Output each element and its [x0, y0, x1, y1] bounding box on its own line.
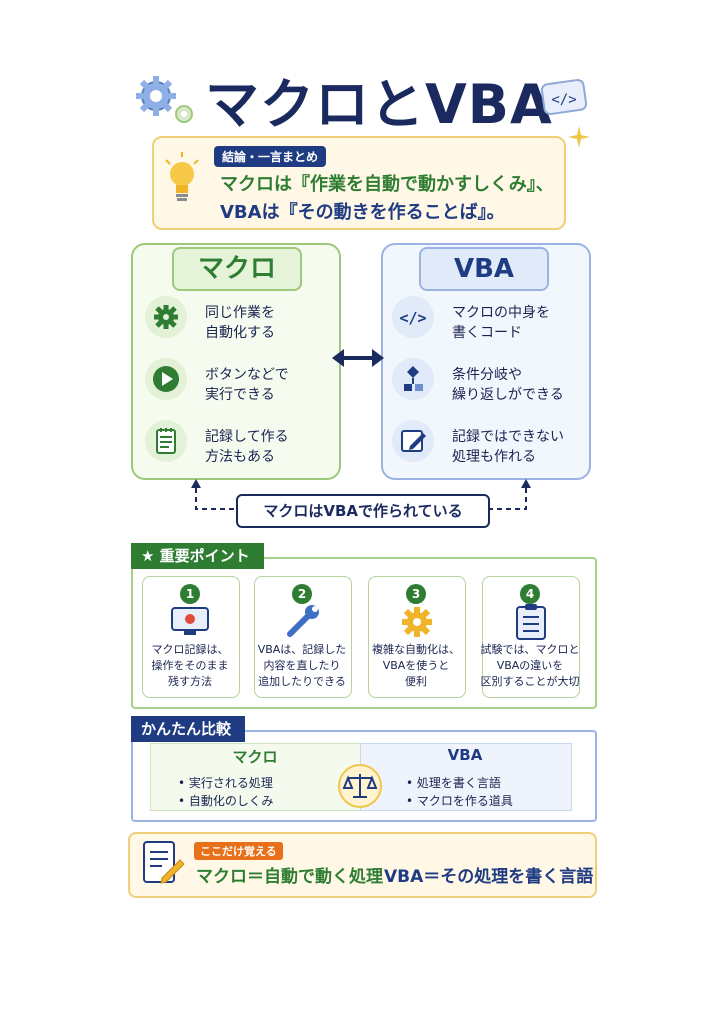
summary-line-vba: VBAは『その動きを作ることば』。	[220, 202, 505, 223]
vba-feature-2: 条件分岐や 繰り返しができる	[452, 367, 564, 403]
gear-icon	[402, 607, 432, 637]
comparison-vba-item: • 処理を書く言語	[406, 776, 501, 790]
comparison-tag: かんたん比較	[131, 716, 246, 742]
macro-feature-3: 記録して作る 方法もある	[205, 429, 289, 465]
svg-text:</>: </>	[399, 309, 426, 327]
comparison-vba-item: • マクロを作る道具	[406, 794, 513, 808]
vba-feature-1: マクロの中身を 書くコード	[452, 305, 550, 341]
page-title: マクロとVBA	[205, 73, 553, 136]
macro-feature-1: 同じ作業を 自動化する	[205, 305, 275, 341]
key-points-label: 重要ポイント	[159, 547, 250, 565]
point-number: 1	[180, 584, 200, 604]
point-number: 4	[520, 584, 540, 604]
comparison-macro-item: • 自動化のしくみ	[178, 794, 274, 808]
gear-icon	[145, 296, 187, 338]
flowchart-icon	[392, 358, 434, 400]
star-icon: ★	[141, 547, 160, 565]
vba-feature-3: 記録ではできない 処理も作れる	[452, 429, 564, 465]
code-icon: </>	[392, 296, 434, 338]
code-tag-icon: </>	[540, 78, 588, 116]
point-number: 2	[292, 584, 312, 604]
vba-heading: VBA	[419, 247, 549, 291]
edit-icon	[392, 420, 434, 462]
summary-line-macro: マクロは『作業を自動で動かすしくみ』、	[220, 174, 554, 195]
notepad-icon	[145, 420, 187, 462]
point-text-3: 複雑な自動化は、 VBAを使うと 便利	[372, 643, 460, 688]
comparison-macro-heading: マクロ	[232, 748, 278, 766]
remember-vba-text: VBA＝その処理を書く言語	[384, 867, 594, 887]
point-text-1: マクロ記録は、 操作をそのまま 残す方法	[151, 643, 229, 688]
point-number: 3	[406, 584, 426, 604]
remember-tag: ここだけ覚える	[194, 842, 283, 860]
comparison-vba-panel	[360, 743, 572, 811]
monitor-record-icon	[171, 607, 209, 635]
double-arrow-icon	[332, 349, 384, 367]
svg-text:</>: </>	[551, 92, 576, 108]
macro-heading: マクロ	[172, 247, 302, 291]
dashed-connector	[191, 479, 531, 510]
summary-tag: 結論・一言まとめ	[214, 146, 327, 167]
comparison-macro-item: • 実行される処理	[178, 776, 273, 790]
key-points-tag: ★ 重要ポイント	[131, 543, 264, 569]
macro-feature-2: ボタンなどで 実行できる	[205, 367, 289, 403]
point-text-2: VBAは、記録した 内容を直したり 追加したりできる	[257, 643, 347, 688]
connector-label: マクロはVBAで作られている	[236, 494, 490, 528]
comparison-macro-panel	[150, 743, 362, 811]
wrench-icon	[287, 605, 319, 637]
gears-icon	[136, 76, 193, 123]
lightbulb-icon	[165, 152, 199, 201]
sparkle-icon	[568, 126, 590, 148]
scales-icon	[338, 764, 382, 808]
comparison-vba-heading: VBA	[447, 746, 483, 764]
clipboard-icon	[516, 604, 546, 640]
notebook-pencil-icon	[143, 841, 185, 884]
point-text-4: 試験では、マクロと VBAの違いを 区別することが大切	[480, 643, 580, 688]
remember-macro-text: マクロ＝自動で動く処理	[196, 867, 383, 887]
play-icon	[145, 358, 187, 400]
